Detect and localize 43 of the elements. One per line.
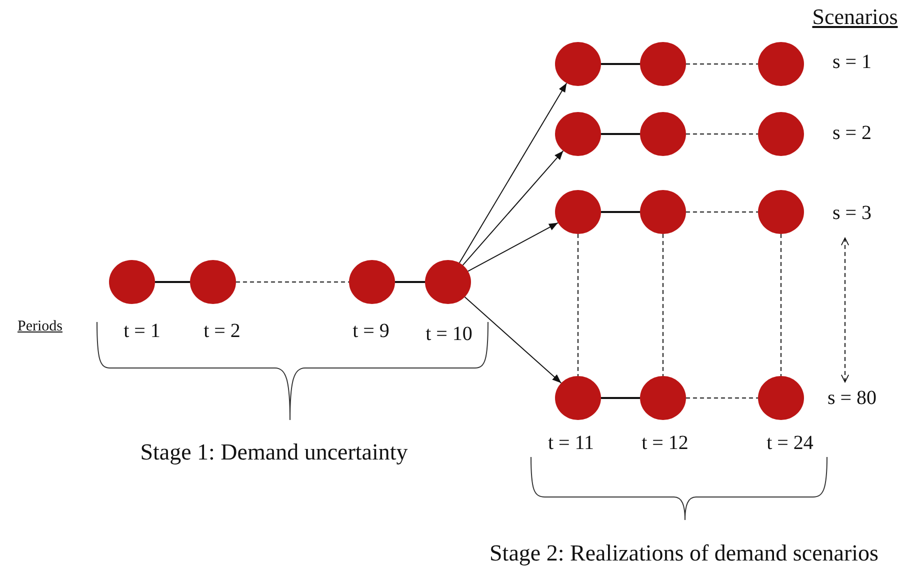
node-label: t = 24 — [766, 433, 814, 453]
node-label: t = 2 — [204, 321, 240, 341]
node-circle — [640, 112, 686, 156]
heading: Scenarios — [812, 6, 898, 28]
arrow — [468, 222, 558, 272]
node-circle — [349, 260, 395, 304]
node-circle — [640, 376, 686, 420]
node-circle — [758, 42, 804, 86]
node-circle — [758, 190, 804, 234]
node-circle — [555, 112, 601, 156]
node-label: t = 11 — [548, 433, 594, 453]
node-circle — [758, 376, 804, 420]
node-circle — [190, 260, 236, 304]
arrow — [462, 150, 564, 266]
axis-label: Periods — [18, 320, 62, 334]
node-circle — [640, 190, 686, 234]
node-label: t = 12 — [642, 433, 688, 453]
node-label: t = 9 — [352, 321, 390, 341]
connector-line — [601, 397, 640, 399]
node-label: t = 1 — [124, 321, 160, 341]
node-label: t = 10 — [426, 324, 472, 344]
node-circle — [425, 260, 471, 304]
connector-line — [780, 234, 782, 376]
scenario-label: s = 1 — [832, 52, 872, 72]
stage-label: Stage 1: Demand uncertainty — [140, 440, 408, 464]
node-circle — [640, 42, 686, 86]
node-circle — [109, 260, 155, 304]
arrow — [464, 296, 562, 384]
scenario-label: s = 80 — [827, 388, 877, 408]
connector-line — [155, 281, 190, 283]
connector-line — [601, 63, 640, 65]
node-circle — [555, 190, 601, 234]
connector-line — [662, 234, 664, 376]
stage-label: Stage 2: Realizations of demand scenarios — [490, 542, 878, 564]
scenario-label: s = 3 — [832, 203, 872, 223]
connector-line — [601, 211, 640, 213]
connector-line — [395, 281, 425, 283]
scenario-label: s = 2 — [832, 123, 872, 143]
connector-line — [601, 133, 640, 135]
node-circle — [555, 42, 601, 86]
arrow — [458, 82, 568, 264]
node-circle — [758, 112, 804, 156]
node-circle — [555, 376, 601, 420]
